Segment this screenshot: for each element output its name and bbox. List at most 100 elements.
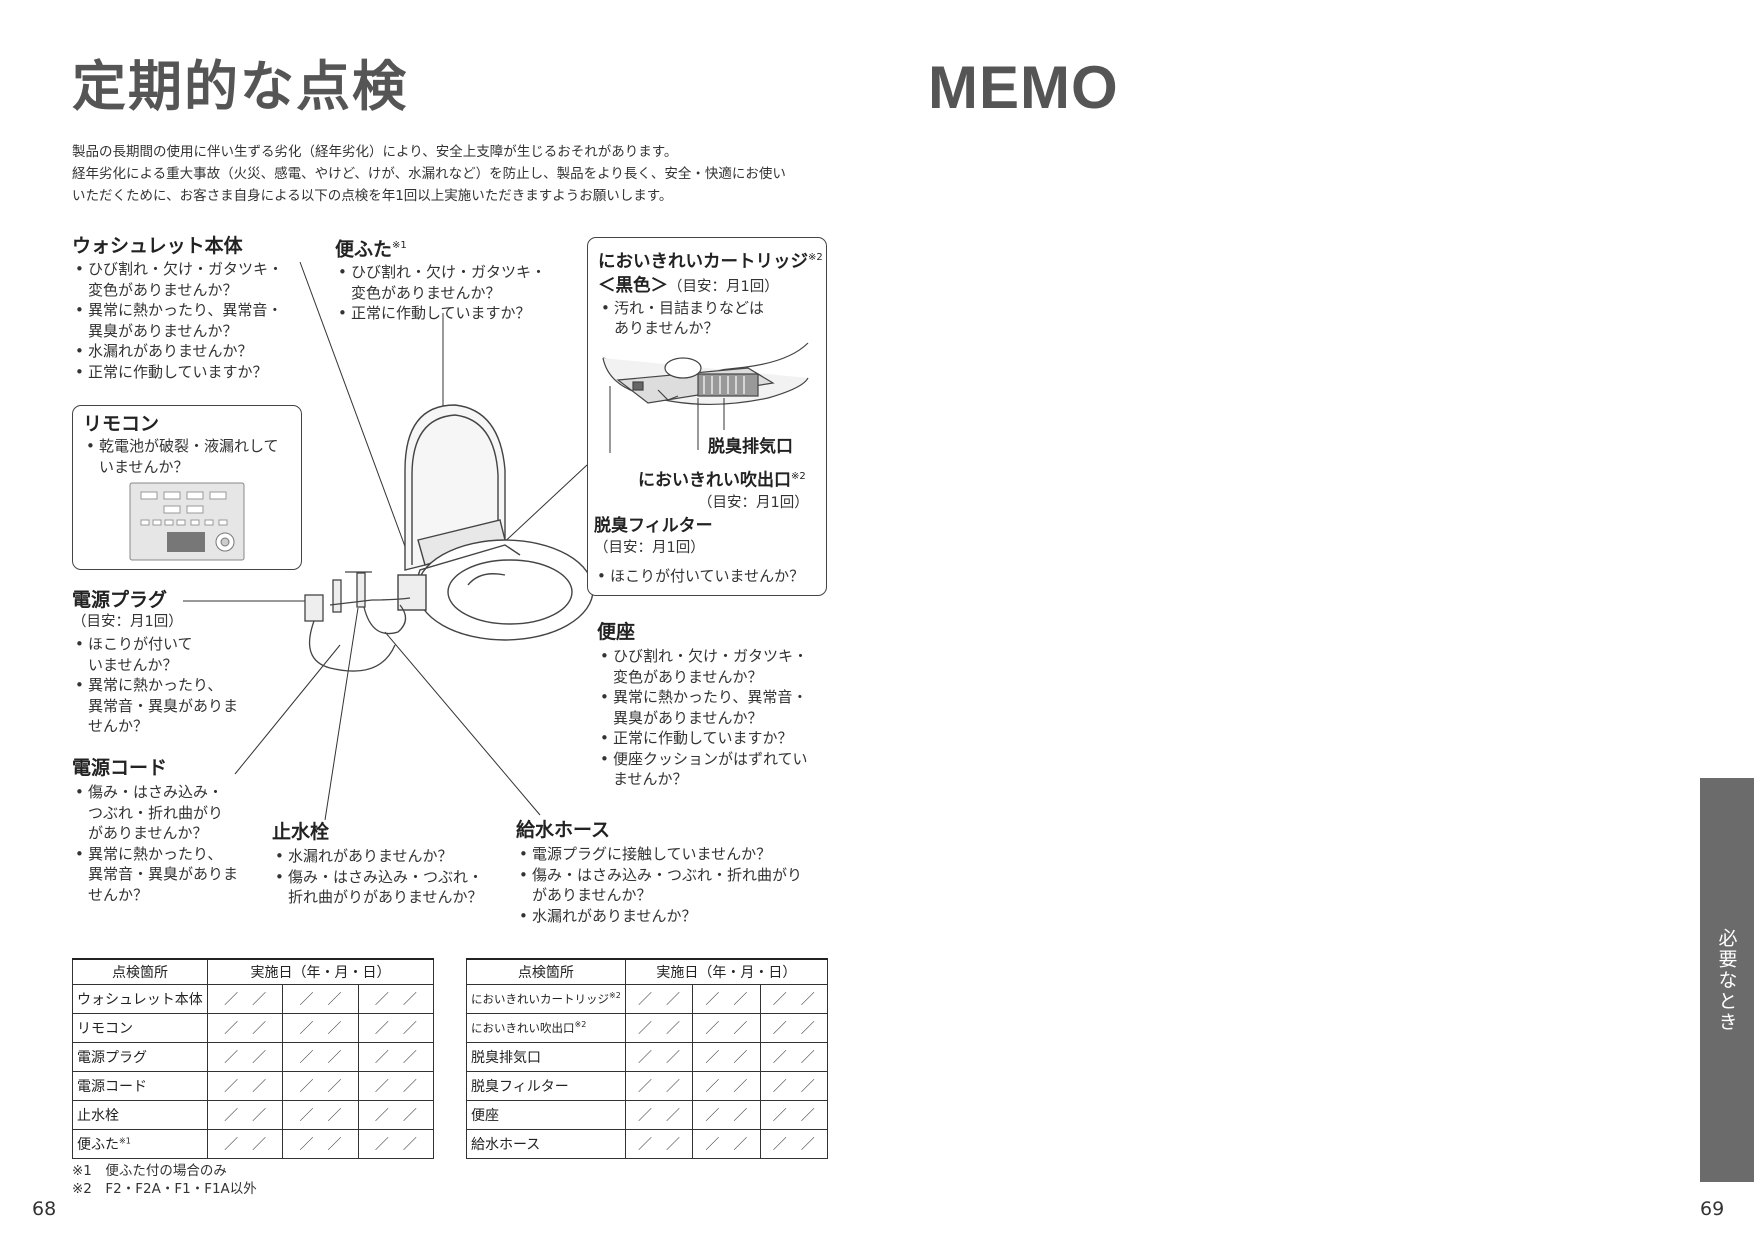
table-cell-place: 電源プラグ — [72, 1042, 208, 1072]
table1-header-place: 点検箇所 — [72, 958, 208, 985]
washlet-item: 水漏れがありませんか？ — [72, 341, 283, 362]
remote-item: 乾電池が破裂・液漏れして — [83, 436, 279, 457]
intro-line-3: いただくために、お客さま自身による以下の点検を年1回以上実施いただきますようお願… — [72, 188, 673, 204]
table-row: においきれいカートリッジ※2／ ／／ ／／ ／ — [466, 984, 829, 1014]
table-cell-place: 便ふた※1 — [72, 1129, 208, 1159]
cord-item: がありませんか？ — [88, 824, 208, 842]
table-row: 便ふた※1／ ／／ ／／ ／ — [72, 1129, 435, 1159]
table-cell-date[interactable]: ／ ／ — [624, 984, 694, 1014]
table-cell-date[interactable]: ／ ／ — [624, 1071, 694, 1101]
page-number-right: 69 — [1700, 1198, 1725, 1220]
table-cell-date[interactable]: ／ ／ — [206, 1013, 284, 1043]
table-cell-date[interactable]: ／ ／ — [624, 1129, 694, 1159]
remote-control-icon — [129, 482, 245, 561]
table-cell-date[interactable]: ／ ／ — [357, 984, 435, 1014]
lid-item: 変色がありませんか？ — [351, 283, 501, 302]
exhaust-title: 脱臭排気口 — [708, 437, 793, 457]
table-cell-date[interactable]: ／ ／ — [692, 1129, 761, 1159]
cord-item: 異常音・異臭がありま — [88, 865, 239, 883]
table-cell-date[interactable]: ／ ／ — [759, 1129, 829, 1159]
cord-title: 電源コード — [72, 757, 168, 779]
table2-header-date: 実施日（年・月・日） — [624, 958, 829, 985]
table-cell-date[interactable]: ／ ／ — [692, 1071, 761, 1101]
table-row: 脱臭排気口／ ／／ ／／ ／ — [466, 1042, 829, 1072]
section-valve: 止水栓 水漏れがありませんか？ 傷み・はさみ込み・つぶれ・ 折れ曲がりがありませ… — [272, 820, 483, 908]
table-cell-date[interactable]: ／ ／ — [692, 984, 761, 1014]
hose-item: 傷み・はさみ込み・つぶれ・折れ曲がり — [516, 865, 802, 886]
table-cell-date[interactable]: ／ ／ — [206, 1129, 284, 1159]
filter-item: ほこりが付いていませんか？ — [594, 566, 804, 587]
memo-title: MEMO — [928, 54, 1119, 121]
table-cell-date[interactable]: ／ ／ — [759, 1071, 829, 1101]
table-cell-date[interactable]: ／ ／ — [357, 1013, 435, 1043]
plug-valve-drawing — [304, 571, 411, 672]
table1-header-date: 実施日（年・月・日） — [207, 958, 434, 985]
table-cell-date[interactable]: ／ ／ — [282, 1100, 359, 1130]
intro-line-1: 製品の長期間の使用に伴い生ずる劣化（経年劣化）により、安全上支障が生じるおそれが… — [72, 144, 678, 160]
table-cell-date[interactable]: ／ ／ — [282, 1129, 359, 1159]
table-cell-date[interactable]: ／ ／ — [206, 1100, 284, 1130]
table-row: ウォシュレット本体／ ／／ ／／ ／ — [72, 984, 435, 1014]
table-cell-date[interactable]: ／ ／ — [357, 1042, 435, 1072]
table-row: リモコン／ ／／ ／／ ／ — [72, 1013, 435, 1043]
table-cell-date[interactable]: ／ ／ — [282, 1071, 359, 1101]
plug-interval: （目安：月1回） — [72, 614, 183, 630]
table-cell-date[interactable]: ／ ／ — [624, 1013, 694, 1043]
section-cord: 電源コード 傷み・はさみ込み・ つぶれ・折れ曲がり がありませんか？ 異常に熱か… — [72, 756, 238, 905]
table-cell-date[interactable]: ／ ／ — [692, 1042, 761, 1072]
table-cell-date[interactable]: ／ ／ — [206, 1071, 284, 1101]
table-cell-date[interactable]: ／ ／ — [282, 1013, 359, 1043]
lid-title: 便ふた — [335, 238, 393, 261]
table-cell-date[interactable]: ／ ／ — [759, 1042, 829, 1072]
washlet-title: ウォシュレット本体 — [72, 235, 243, 257]
table-cell-date[interactable]: ／ ／ — [206, 1042, 284, 1072]
section-washlet: ウォシュレット本体 ひび割れ・欠け・ガタツキ・ 変色がありませんか？ 異常に熱か… — [72, 234, 283, 382]
table-cell-date[interactable]: ／ ／ — [357, 1071, 435, 1101]
table-cell-date[interactable]: ／ ／ — [624, 1100, 694, 1130]
table-cell-place: においきれいカートリッジ※2 — [466, 984, 626, 1014]
table-cell-date[interactable]: ／ ／ — [357, 1100, 435, 1130]
table-cell-date[interactable]: ／ ／ — [206, 984, 284, 1014]
intro-text: 製品の長期間の使用に伴い生ずる劣化（経年劣化）により、安全上支障が生じるおそれが… — [72, 141, 852, 207]
table-cell-date[interactable]: ／ ／ — [282, 984, 359, 1014]
seat-item: 便座クッションがはずれてい — [597, 749, 808, 770]
filter-interval: （目安：月1回） — [594, 540, 705, 556]
remote-item: いませんか？ — [99, 457, 189, 476]
table-cell-date[interactable]: ／ ／ — [759, 1100, 829, 1130]
side-tab-label: 必要なとき — [1715, 927, 1738, 1033]
table-cell-place: 脱臭フィルター — [466, 1071, 626, 1101]
table-cell-place: 脱臭排気口 — [466, 1042, 626, 1072]
cartridge-box: においきれいカートリッジ※2 ＜黒色＞（目安：月1回） 汚れ・目詰まりなどは あ… — [587, 237, 827, 596]
cartridge-drawing — [602, 342, 809, 453]
table-cell-date[interactable]: ／ ／ — [624, 1042, 694, 1072]
table-row: 便座／ ／／ ／／ ／ — [466, 1100, 829, 1130]
table-row: においきれい吹出口※2／ ／／ ／／ ／ — [466, 1013, 829, 1043]
table-cell-date[interactable]: ／ ／ — [692, 1013, 761, 1043]
seat-item: 正常に作動していますか？ — [597, 728, 808, 749]
outlet-note-mark: ※2 — [791, 471, 806, 482]
page-title: 定期的な点検 — [72, 55, 408, 118]
plug-item: ほこりが付いて — [72, 634, 238, 655]
table-cell-date[interactable]: ／ ／ — [692, 1100, 761, 1130]
table-cell-date[interactable]: ／ ／ — [759, 1013, 829, 1043]
outlet-title: においきれい吹出口 — [638, 470, 791, 491]
hose-item: 水漏れがありませんか？ — [516, 906, 802, 927]
seat-item: ひび割れ・欠け・ガタツキ・ — [597, 646, 808, 667]
leader-line-cord — [234, 644, 341, 775]
table-cell-date[interactable]: ／ ／ — [357, 1129, 435, 1159]
table-cell-date[interactable]: ／ ／ — [759, 984, 829, 1014]
cartridge-title: においきれいカートリッジ — [598, 251, 808, 272]
cartridge-note-mark: ※2 — [808, 252, 823, 263]
hose-item: がありませんか？ — [532, 886, 652, 904]
washlet-item: ひび割れ・欠け・ガタツキ・ — [72, 259, 283, 280]
intro-line-2: 経年劣化による重大事故（火災、感電、やけど、けが、水漏れなど）を防止し、製品をよ… — [72, 166, 786, 182]
seat-item: 異臭がありませんか？ — [613, 708, 763, 727]
cord-item: 異常に熱かったり、 — [72, 844, 238, 865]
table-cell-date[interactable]: ／ ／ — [282, 1042, 359, 1072]
cord-item: つぶれ・折れ曲がり — [88, 803, 224, 822]
plug-item: 異常音・異臭がありま — [88, 696, 239, 715]
washlet-item: 異臭がありませんか？ — [88, 321, 238, 340]
table-row: 脱臭フィルター／ ／／ ／／ ／ — [466, 1071, 829, 1101]
hose-title: 給水ホース — [516, 819, 611, 841]
